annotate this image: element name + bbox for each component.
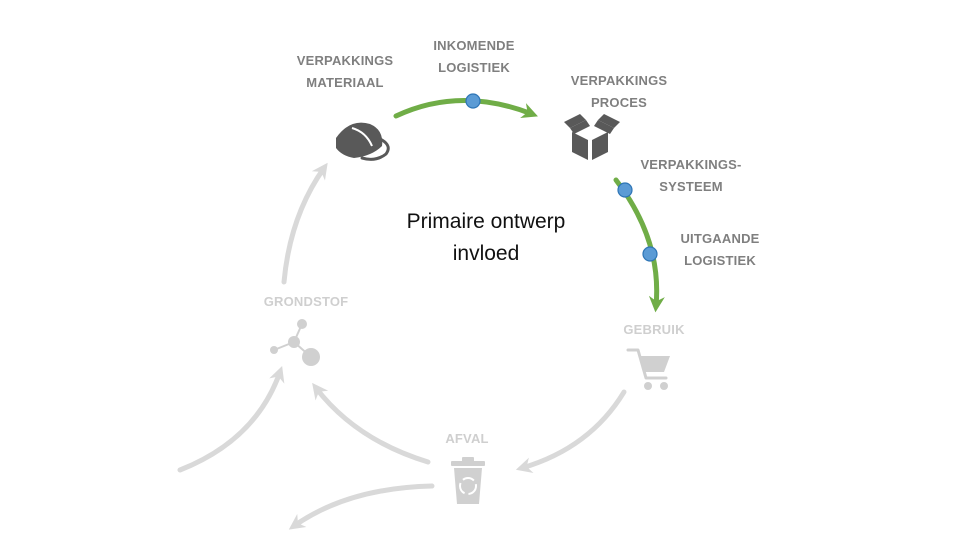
label-line: SYSTEEM [659, 179, 723, 194]
open-box-icon [564, 114, 620, 160]
label-line: PROCES [590, 95, 648, 110]
point-verpakkingssysteem [617, 182, 633, 198]
arrow-material-to-process [393, 98, 538, 119]
label-line: GEBRUIK [623, 322, 685, 337]
arrow-use-to-waste [515, 389, 627, 473]
arrow-left-to-rawmaterial [177, 365, 285, 473]
packaging-material-icon [336, 122, 390, 161]
label-line: GRONDSTOF [263, 294, 349, 309]
label-line: AFVAL [445, 431, 489, 446]
label-grondstof: GRONDSTOF [246, 291, 366, 313]
molecule-icon [270, 319, 320, 366]
label-uitgaande-logistiek: UITGAANDE LOGISTIEK [660, 228, 780, 272]
center-title: Primaire ontwerp invloed [366, 206, 606, 270]
label-gebruik: GEBRUIK [594, 319, 714, 341]
label-line: UITGAANDE [680, 231, 760, 246]
label-line: LOGISTIEK [438, 60, 510, 75]
label-line: VERPAKKINGS- [640, 157, 742, 172]
center-title-line2: invloed [452, 242, 520, 265]
center-title-line1: Primaire ontwerp [406, 210, 566, 233]
label-afval: AFVAL [407, 428, 527, 450]
point-inkomende-logistiek [465, 93, 481, 109]
recycle-bin-icon [451, 457, 485, 504]
label-verpakkingsmateriaal: VERPAKKINGS MATERIAAL [285, 50, 405, 94]
label-line: MATERIAAL [306, 75, 384, 90]
label-inkomende-logistiek: INKOMENDE LOGISTIEK [414, 35, 534, 79]
shopping-cart-icon [626, 348, 670, 390]
label-verpakkingsproces: VERPAKKINGS PROCES [559, 70, 679, 114]
arrow-waste-to-rawmaterial [312, 382, 431, 465]
label-line: LOGISTIEK [684, 253, 756, 268]
arrow-rawmaterial-to-material [281, 162, 328, 285]
arrow-process-to-use [613, 177, 665, 313]
label-verpakkingssysteem: VERPAKKINGS- SYSTEEM [631, 154, 751, 198]
label-line: INKOMENDE [433, 38, 515, 53]
arrow-waste-outflow [288, 483, 435, 530]
label-line: VERPAKKINGS [296, 53, 394, 68]
label-line: VERPAKKINGS [570, 73, 668, 88]
point-uitgaande-logistiek [642, 246, 658, 262]
